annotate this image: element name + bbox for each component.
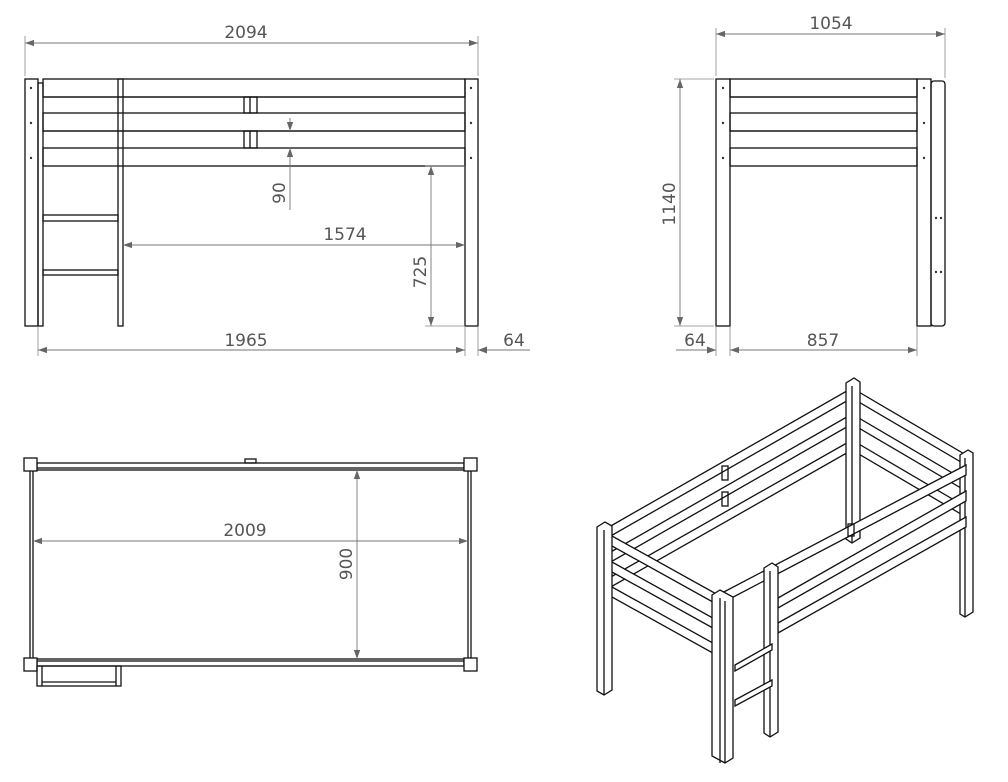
dim-opening-width: 1574 xyxy=(123,225,465,249)
dim-label: 725 xyxy=(411,256,431,288)
top-ladder xyxy=(36,665,122,687)
side-rails xyxy=(729,78,918,167)
dim-label: 90 xyxy=(270,182,290,204)
top-view: 2009 900 xyxy=(23,457,478,687)
dim-label: 64 xyxy=(503,331,525,351)
front-left-post-edge xyxy=(37,82,44,327)
iso-far-rails xyxy=(608,386,853,590)
front-left-post xyxy=(24,78,39,327)
dim-inner-length: 1965 xyxy=(37,326,479,356)
dim-total-width: 1054 xyxy=(715,14,946,78)
dim-label: 2094 xyxy=(224,23,267,43)
top-post xyxy=(463,657,478,672)
top-post xyxy=(463,457,478,472)
top-post xyxy=(23,457,38,472)
dim-side-post-width: 64 xyxy=(676,326,731,356)
front-right-post xyxy=(464,78,479,327)
dim-mattress-length: 2009 xyxy=(33,521,468,545)
side-left-post xyxy=(715,78,731,327)
top-mattress-area xyxy=(29,469,472,660)
side-right-post-face xyxy=(930,80,946,327)
dim-label: 1054 xyxy=(809,14,852,34)
dim-label: 1574 xyxy=(323,225,366,245)
dim-label: 900 xyxy=(337,548,357,580)
dim-total-length: 2094 xyxy=(24,23,479,76)
dim-inner-width: 857 xyxy=(730,326,918,356)
dim-label: 64 xyxy=(684,331,706,351)
dim-label: 1140 xyxy=(660,182,680,225)
top-rail xyxy=(36,462,465,469)
dim-clearance-height: 725 xyxy=(411,165,465,327)
top-rail xyxy=(36,660,465,667)
front-view: 2094 90 1574 725 1965 xyxy=(24,23,530,356)
iso-back-right-post xyxy=(959,449,974,618)
iso-back-left-post xyxy=(845,377,861,544)
dim-post-width: 64 xyxy=(478,331,530,354)
iso-front-right-post xyxy=(711,589,734,764)
front-rails xyxy=(42,78,466,167)
dim-mattress-width: 900 xyxy=(337,470,361,659)
iso-near-rails xyxy=(719,463,967,635)
dim-total-height: 1140 xyxy=(660,78,714,327)
top-connector xyxy=(244,458,257,464)
dim-label: 1965 xyxy=(224,331,267,351)
dim-label: 2009 xyxy=(223,521,266,541)
dim-label: 857 xyxy=(807,331,839,351)
isometric-view xyxy=(596,377,974,764)
iso-ladder xyxy=(734,562,779,738)
side-view: 1054 1140 64 857 xyxy=(660,14,946,356)
top-post xyxy=(23,657,38,672)
side-right-post xyxy=(916,78,932,327)
front-ladder xyxy=(42,78,124,327)
dim-rail-gap: 90 xyxy=(270,118,294,210)
